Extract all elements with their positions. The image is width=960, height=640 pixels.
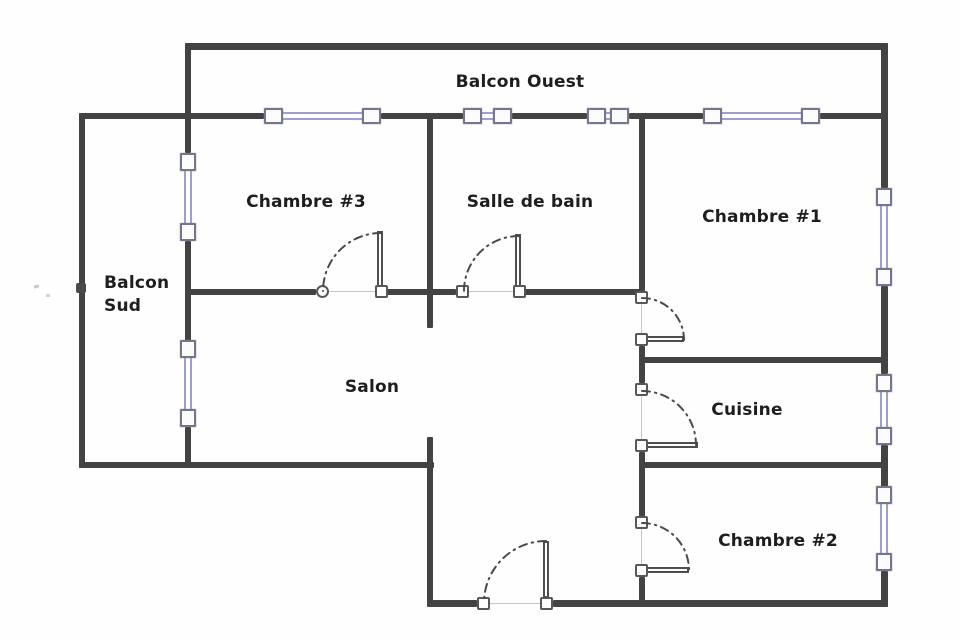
room-label-chambre2: Chambre #2 xyxy=(718,531,838,551)
room-label-chambre1: Chambre #1 xyxy=(702,207,822,227)
wall-hall-west-lower xyxy=(427,437,433,607)
wall-balcony-west-outer xyxy=(185,43,888,50)
window-frame-icon xyxy=(876,427,892,445)
room-label-salon: Salon xyxy=(344,377,400,397)
room-label-balcon-ouest: Balcon Ouest xyxy=(455,72,585,92)
window-frame-icon xyxy=(876,374,892,392)
window-frame-icon xyxy=(493,108,512,124)
door-hinge-salle-de-bain xyxy=(513,285,526,298)
window-frame-icon xyxy=(180,223,196,241)
door-swing-arc-salle-de-bain xyxy=(463,235,520,292)
window-frame-icon xyxy=(587,108,606,124)
door-swing-arc-chambre2 xyxy=(641,522,690,571)
room-label-salle-de-bain: Salle de bain xyxy=(466,192,594,212)
door-hinge-cuisine xyxy=(635,439,648,452)
window-frame-icon xyxy=(362,108,381,124)
door-opening-chambre2 xyxy=(641,529,642,564)
wall-east-rooms-seg4 xyxy=(639,577,645,607)
window-glass-bain-small xyxy=(482,112,493,120)
wall-east-rooms-seg2 xyxy=(639,346,645,383)
door-hinge-chambre2 xyxy=(635,564,648,577)
wall-facade-west-seg3 xyxy=(512,113,587,119)
door-hinge-entrance xyxy=(540,597,553,610)
window-glass-salon-balcony xyxy=(184,358,192,409)
window-frame-icon xyxy=(610,108,629,124)
window-glass-chambre3 xyxy=(283,112,362,120)
wall-entry-south-seg2 xyxy=(553,600,888,607)
door-swing-arc-entrance xyxy=(483,540,547,604)
wall-corridor-north-seg1 xyxy=(185,289,316,295)
wall-facade-east-seg1 xyxy=(881,43,888,188)
wall-facade-west-seg1 xyxy=(79,113,264,119)
window-frame-icon xyxy=(876,486,892,504)
wall-balcony-divider-seg1 xyxy=(185,43,191,153)
window-frame-icon xyxy=(463,108,482,124)
wall-corridor-north-seg3 xyxy=(525,289,645,295)
door-swing-arc-chambre1 xyxy=(641,297,685,341)
window-frame-icon xyxy=(801,108,820,124)
window-glass-chambre1-north xyxy=(722,112,801,120)
room-label-cuisine: Cuisine xyxy=(711,400,783,420)
room-label-chambre3: Chambre #3 xyxy=(246,192,366,212)
wall-balcony-divider-seg2 xyxy=(185,241,191,341)
wall-kitchen-south xyxy=(639,462,888,468)
wall-facade-east-seg2 xyxy=(881,286,888,374)
door-opening-entrance xyxy=(490,603,540,604)
window-glass-hall-small xyxy=(604,112,612,120)
wall-facade-west-seg5 xyxy=(820,113,888,119)
window-frame-icon xyxy=(180,153,196,171)
door-opening-salle-de-bain xyxy=(469,291,513,292)
door-hinge-chambre1 xyxy=(635,333,648,346)
scan-artifact xyxy=(46,294,50,297)
window-glass-chambre1-east xyxy=(880,206,888,268)
door-opening-cuisine xyxy=(641,396,642,439)
door-hinge-chambre3 xyxy=(375,285,388,298)
window-glass-chambre2-east xyxy=(880,504,888,553)
door-jamb-cuisine xyxy=(635,383,648,396)
wall-balcony-divider-seg3 xyxy=(185,427,191,468)
room-label-balcon-sud: Balcon Sud xyxy=(104,273,170,316)
door-jamb-salle-de-bain xyxy=(456,285,469,298)
wall-facade-east-seg4 xyxy=(881,571,888,607)
wall-east-rooms-seg3 xyxy=(639,452,645,517)
wall-corridor-north-seg2 xyxy=(387,289,456,295)
wall-joint-marker xyxy=(76,283,86,293)
window-frame-icon xyxy=(703,108,722,124)
door-swing-arc-chambre3 xyxy=(322,232,382,292)
door-swing-arc-cuisine xyxy=(641,390,697,446)
wall-facade-west-seg4 xyxy=(629,113,703,119)
window-frame-icon xyxy=(876,553,892,571)
window-glass-chambre3-balcony xyxy=(184,171,192,223)
window-frame-icon xyxy=(180,340,196,358)
wall-kitchen-north xyxy=(639,357,888,363)
wall-entry-south-seg1 xyxy=(430,600,477,607)
door-opening-chambre1 xyxy=(641,304,642,333)
window-frame-icon xyxy=(876,188,892,206)
wall-facade-west-seg2 xyxy=(381,113,463,119)
window-frame-icon xyxy=(180,409,196,427)
wall-facade-east-seg3 xyxy=(881,445,888,487)
window-glass-cuisine-east xyxy=(880,392,888,427)
wall-east-rooms-seg1 xyxy=(639,113,645,292)
wall-hall-west-upper xyxy=(427,113,433,328)
window-frame-icon xyxy=(264,108,283,124)
door-opening-chambre3 xyxy=(329,291,375,292)
wall-salon-south xyxy=(79,462,434,468)
window-frame-icon xyxy=(876,268,892,286)
